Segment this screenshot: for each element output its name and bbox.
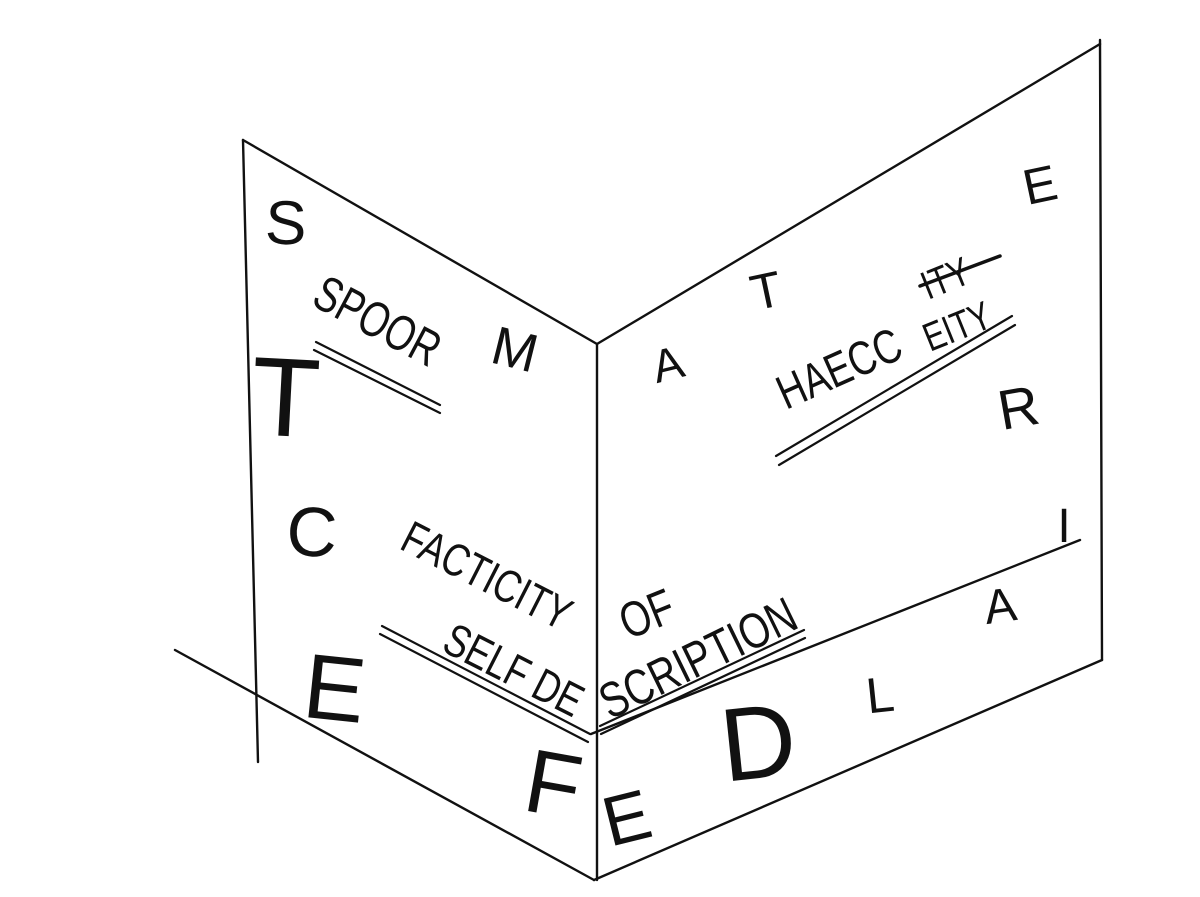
scription-underline-2 (599, 636, 807, 736)
letter-a-top: A (647, 335, 690, 393)
letter-f: F (517, 731, 589, 839)
spoor-phrase: SPOOR (304, 265, 450, 378)
ity-strike-line (918, 254, 1002, 288)
spoor-word: SPOOR (304, 265, 450, 378)
right-panel-bottom-edge (592, 658, 1104, 882)
haecc-word: HAECC (769, 318, 910, 420)
panel-outlines (173, 38, 1104, 882)
haecceity-underline-1 (774, 314, 1014, 458)
right-panel-right-edge (1098, 38, 1104, 662)
left-panel-left-edge (241, 138, 260, 764)
self-de-underline-1 (380, 624, 592, 736)
letter-e-top-right: E (1018, 154, 1062, 216)
letter-c: C (285, 492, 340, 573)
letter-s: S (264, 188, 308, 258)
scription-underline-1 (598, 628, 806, 728)
letter-r: R (993, 373, 1044, 442)
letter-i: I (1057, 500, 1070, 553)
right-panel-top-edge (595, 42, 1102, 346)
letter-e-bottom: E (595, 774, 659, 861)
letter-a-bottom: A (981, 578, 1020, 635)
self-de-word: SELF DE (435, 613, 592, 727)
self-de-underline-2 (378, 632, 590, 744)
letter-t-left: T (248, 333, 323, 461)
haecceity-underline-2 (777, 323, 1017, 467)
spoor-underline-1 (314, 340, 442, 407)
facticity-word: FACTICITY (393, 511, 580, 640)
letter-l: L (863, 666, 897, 725)
ground-line (173, 648, 596, 882)
letter-t-right: T (745, 260, 787, 321)
fold-crease-line (589, 538, 1082, 736)
letter-m: M (486, 315, 544, 384)
left-panel-top-edge (241, 138, 599, 346)
letter-d: D (715, 681, 802, 804)
letter-e-left: E (299, 635, 371, 743)
spoor-underline-2 (312, 348, 442, 415)
